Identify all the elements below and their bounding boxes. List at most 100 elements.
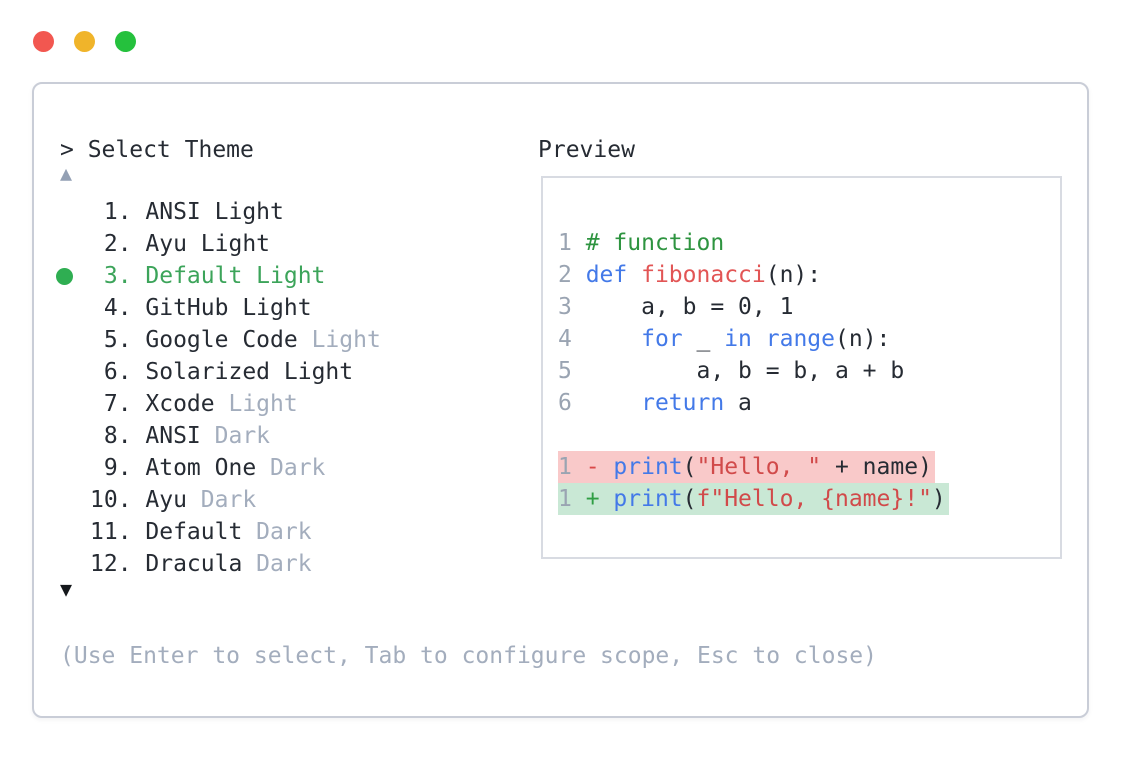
code-line-content: 1 # function (558, 227, 724, 259)
code-token: ( (682, 454, 697, 480)
code-token: in (724, 326, 752, 352)
theme-item-name: GitHub (145, 295, 243, 321)
theme-item-number: 11. (90, 519, 146, 545)
code-line: 4 for _ in range(n): (558, 323, 949, 355)
code-token: - (585, 454, 614, 480)
theme-item-variant: Light (214, 199, 284, 225)
theme-item-name: ANSI (145, 199, 215, 225)
code-token: a (724, 390, 752, 416)
picker-title: > Select Theme (60, 137, 254, 163)
code-token: ( (682, 486, 697, 512)
code-line: 2 def fibonacci(n): (558, 259, 949, 291)
theme-list-item[interactable]: 3. Default Light (56, 260, 381, 292)
code-token: print (613, 486, 683, 512)
code-token (627, 262, 641, 288)
code-line: 1 # function (558, 227, 949, 259)
scroll-down-icon[interactable]: ▼ (60, 577, 73, 601)
theme-item-name: Dracula (145, 551, 257, 577)
theme-item-variant: Light (228, 391, 298, 417)
code-token: 4 (558, 326, 586, 352)
theme-picker-panel: > Select Theme Preview ▲ 1. ANSI Light 2… (32, 82, 1089, 718)
theme-item-number: 1. (90, 199, 146, 225)
theme-item-variant: Dark (270, 455, 326, 481)
code-token: ) (931, 486, 946, 512)
theme-item-name: Atom One (145, 455, 271, 481)
code-line-content: 4 for _ in range(n): (558, 323, 890, 355)
preview-title: Preview (538, 137, 635, 163)
code-token: a, b = 0, 1 (585, 294, 794, 320)
code-line-content: 6 return a (558, 387, 752, 419)
theme-list-item[interactable]: 4. GitHub Light (90, 292, 381, 324)
theme-item-number: 8. (90, 423, 146, 449)
code-line-content: 2 def fibonacci(n): (558, 259, 821, 291)
minimize-button-icon[interactable] (74, 31, 95, 52)
code-line (558, 419, 949, 451)
theme-item-variant: Light (311, 327, 381, 353)
theme-list-item[interactable]: 5. Google Code Light (90, 324, 381, 356)
code-token: + (585, 486, 614, 512)
keyboard-hint: (Use Enter to select, Tab to configure s… (60, 643, 877, 669)
theme-list-item[interactable]: 8. ANSI Dark (90, 420, 381, 452)
theme-item-name: Google Code (145, 327, 312, 353)
code-line: 3 a, b = 0, 1 (558, 291, 949, 323)
code-token: "Hello, " (696, 454, 822, 480)
theme-item-variant: Light (256, 263, 326, 289)
code-line-content: 3 a, b = 0, 1 (558, 291, 793, 323)
theme-item-name: ANSI (145, 423, 215, 449)
close-button-icon[interactable] (33, 31, 54, 52)
code-token: (n): (765, 262, 822, 288)
scroll-up-icon[interactable]: ▲ (60, 161, 73, 185)
theme-item-name: Xcode (145, 391, 229, 417)
theme-item-variant: Dark (214, 423, 271, 449)
theme-list-item[interactable]: 11. Default Dark (90, 516, 381, 548)
theme-list-item[interactable]: 7. Xcode Light (90, 388, 381, 420)
code-token: 1 (558, 454, 586, 480)
code-token: + name) (821, 454, 932, 480)
theme-item-number: 4. (90, 295, 146, 321)
code-token (586, 390, 641, 416)
code-token: # function (585, 230, 725, 256)
code-token: f"Hello, {name}!" (696, 486, 932, 512)
code-token: return (641, 390, 725, 416)
theme-list-item[interactable]: 1. ANSI Light (90, 196, 381, 228)
maximize-button-icon[interactable] (115, 31, 136, 52)
theme-item-number: 3. (90, 263, 146, 289)
code-token: print (613, 454, 683, 480)
theme-list-item[interactable]: 10. Ayu Dark (90, 484, 381, 516)
theme-item-variant: Light (242, 295, 312, 321)
code-token: for (641, 326, 683, 352)
theme-item-number: 12. (90, 551, 146, 577)
code-token: _ (682, 326, 725, 352)
code-line-content: 1 - print("Hello, " + name) (558, 451, 935, 483)
code-line: 5 a, b = b, a + b (558, 355, 949, 387)
theme-item-name: Solarized (145, 359, 284, 385)
theme-item-number: 6. (90, 359, 146, 385)
code-token: 1 (558, 486, 586, 512)
theme-item-variant: Dark (256, 519, 312, 545)
code-token: fibonacci (641, 262, 766, 288)
theme-list-item[interactable]: 2. Ayu Light (90, 228, 381, 260)
theme-item-name: Ayu (145, 487, 201, 513)
code-token: def (585, 262, 628, 288)
theme-list-item[interactable]: 6. Solarized Light (90, 356, 381, 388)
theme-item-name: Default (145, 519, 257, 545)
theme-item-number: 5. (90, 327, 146, 353)
code-token: 1 (558, 230, 586, 256)
code-token: 6 (558, 390, 586, 416)
code-line-content: 5 a, b = b, a + b (558, 355, 904, 387)
code-token: a, b = b, a + b (585, 358, 905, 384)
code-token: 5 (558, 358, 586, 384)
window-controls (33, 31, 136, 52)
theme-item-number: 10. (90, 487, 146, 513)
code-token (752, 326, 766, 352)
code-token: 2 (558, 262, 586, 288)
theme-list-item[interactable]: 9. Atom One Dark (90, 452, 381, 484)
theme-item-variant: Dark (200, 487, 257, 513)
theme-item-number: 7. (90, 391, 146, 417)
theme-list-item[interactable]: 12. Dracula Dark (90, 548, 381, 580)
theme-item-number: 9. (90, 455, 146, 481)
theme-item-name: Ayu (145, 231, 201, 257)
theme-item-variant: Light (200, 231, 271, 257)
code-token: 3 (558, 294, 586, 320)
